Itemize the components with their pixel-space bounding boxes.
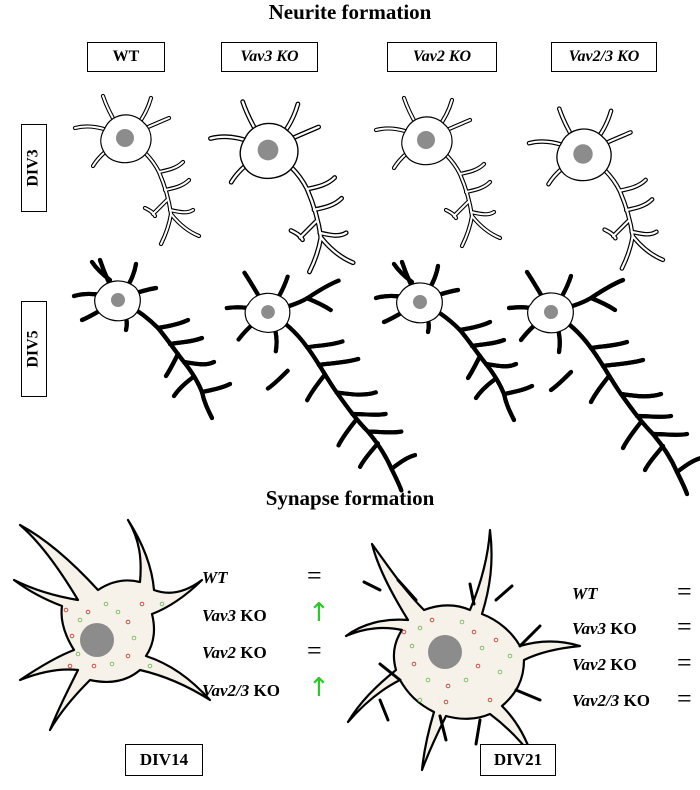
- neuron-div5-vav2-ko: [376, 262, 532, 420]
- div21-change-wt: =: [677, 577, 692, 606]
- div14-change-vav23-up-arrow-icon: ↑: [308, 673, 330, 703]
- neurite-formation-title: Neurite formation: [268, 0, 432, 24]
- genotype-name: Vav3: [572, 619, 606, 638]
- div14-entry-vav23: Vav2/3 KO: [202, 681, 280, 701]
- synapse-neuron-div14: [12, 518, 212, 732]
- div21-entry-vav2: Vav2 KO: [572, 655, 637, 675]
- div14-entry-wt: WT: [202, 568, 228, 588]
- column-header-vav23-ko: Vav2/3 KO: [551, 42, 657, 72]
- row-header-div3: DIV3: [21, 124, 47, 212]
- div14-change-wt: =: [307, 561, 322, 590]
- column-header-wt: WT: [87, 42, 165, 72]
- div14-change-vav3-up-arrow-icon: ↑: [308, 598, 330, 628]
- neuron-div3-wt: [75, 96, 199, 244]
- column-label: Vav2/3 KO: [568, 48, 640, 65]
- genotype-name: Vav2/3: [202, 681, 250, 700]
- div14-change-vav2: =: [307, 636, 322, 665]
- panel-label-div14: DIV14: [125, 744, 203, 776]
- genotype-suffix: KO: [606, 619, 637, 638]
- row-header-div5: DIV5: [21, 301, 47, 397]
- genotype-name: Vav3: [202, 606, 236, 625]
- neuron-div5-vav3-ko: [227, 273, 415, 491]
- panel-label: DIV14: [139, 750, 189, 769]
- div21-entry-vav3: Vav3 KO: [572, 619, 637, 639]
- genotype-name: WT: [202, 568, 228, 587]
- panel-label-div21: DIV21: [480, 744, 556, 776]
- synapse-formation-title: Synapse formation: [265, 486, 435, 510]
- neuron-div3-vav23-ko: [529, 109, 663, 269]
- synapse-neuron-div21: [344, 528, 582, 772]
- column-label: Vav3 KO: [240, 48, 299, 65]
- panel-label: DIV21: [493, 750, 543, 769]
- column-header-vav2-ko: Vav2 KO: [387, 42, 497, 72]
- genotype-name: WT: [572, 584, 598, 603]
- div21-change-vav3: =: [677, 612, 692, 641]
- neuron-div5-vav23-ko: [509, 272, 700, 494]
- genotype-name: Vav2/3: [572, 691, 620, 710]
- column-header-vav3-ko: Vav3 KO: [221, 42, 318, 72]
- genotype-suffix: KO: [619, 691, 650, 710]
- genotype-suffix: KO: [249, 681, 280, 700]
- genotype-suffix: KO: [236, 606, 267, 625]
- genotype-name: Vav2: [572, 655, 606, 674]
- div14-entry-vav2: Vav2 KO: [202, 643, 267, 663]
- neuron-div3-vav2-ko: [376, 98, 500, 246]
- div14-entry-vav3: Vav3 KO: [202, 606, 267, 626]
- div21-entry-vav23: Vav2/3 KO: [572, 691, 650, 711]
- neuron-div5-wt: [74, 260, 230, 418]
- div21-change-vav2: =: [677, 648, 692, 677]
- genotype-suffix: KO: [606, 655, 637, 674]
- column-label: WT: [112, 48, 140, 65]
- column-label: Vav2 KO: [412, 48, 472, 65]
- div21-entry-wt: WT: [572, 584, 598, 604]
- genotype-suffix: KO: [236, 643, 267, 662]
- genotype-name: Vav2: [202, 643, 236, 662]
- div21-change-vav23: =: [677, 684, 692, 713]
- neuron-div3-vav3-ko: [211, 102, 354, 272]
